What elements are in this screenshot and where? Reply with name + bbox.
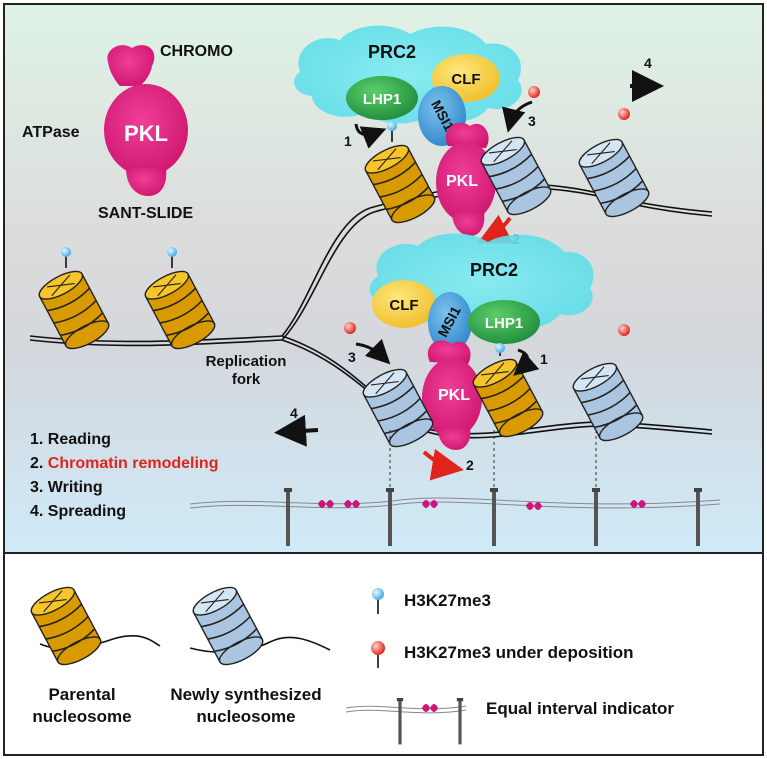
writing-arrow-bottom [355, 338, 391, 365]
step-item-spreading: 4. Spreading [30, 503, 126, 520]
h3k27me3-mark [61, 247, 71, 257]
step-4-bottom: 4 [290, 405, 298, 421]
h3k27me3-mark [387, 121, 397, 131]
parental-nucleosome-left-2 [140, 247, 220, 355]
lhp1-label-top: LHP1 [363, 91, 401, 108]
pkl-bottom: PKL [422, 340, 482, 450]
legend-parental-line1: Parental [48, 685, 115, 704]
chromo-label: CHROMO [160, 43, 233, 60]
prc2-label-top: PRC2 [368, 42, 416, 62]
pkl-domain-schematic: PKL CHROMO ATPase SANT-SLIDE [22, 43, 233, 222]
legend-h3k27me3-label: H3K27me3 [404, 591, 491, 610]
step-4-top: 4 [644, 55, 652, 71]
parental-nucleosome-left-1 [34, 247, 114, 355]
legend-deposition-icon [371, 641, 385, 655]
deposition-mark-top-2 [618, 108, 630, 120]
pkl-top: PKL [436, 122, 496, 236]
legend-parental-line2: nucleosome [32, 707, 131, 726]
legend-newly-line1: Newly synthesized [170, 685, 321, 704]
remodeling-arrow-top [477, 214, 514, 244]
legend-h3k27me3-icon [372, 588, 384, 600]
parental-nucleosome-bottom [468, 343, 548, 443]
step-2-bottom: 2 [466, 457, 474, 473]
alignment-guides [389, 430, 597, 490]
h3k27me3-mark [167, 247, 177, 257]
prc2-label-bottom: PRC2 [470, 260, 518, 280]
steps-list: 1. Reading 2. Chromatin remodeling 3. Wr… [30, 431, 218, 520]
pkl-label-bottom: PKL [438, 387, 470, 404]
step-3-top: 3 [528, 113, 536, 129]
clf-label-bottom: CLF [389, 297, 418, 314]
legend-interval-label: Equal interval indicator [486, 699, 674, 718]
legend-panel [3, 552, 764, 756]
pkl-label-top: PKL [446, 173, 478, 190]
deposition-mark-top-1 [528, 86, 540, 98]
parental-nucleosome-top [360, 121, 440, 229]
reading-arrow-bottom [513, 348, 540, 376]
lhp1-label-bottom: LHP1 [485, 315, 523, 332]
fork-label-line2: fork [232, 371, 261, 388]
writing-arrow-top [502, 100, 533, 133]
fork-label-line1: Replication [206, 353, 287, 370]
step-1-bottom: 1 [540, 351, 548, 367]
legend: Parental nucleosome Newly synthesized nu… [26, 581, 674, 745]
legend-newly-line2: nucleosome [196, 707, 295, 726]
reading-arrow-top [354, 123, 387, 149]
legend-interval-icon [345, 698, 467, 745]
step-3-bottom: 3 [348, 349, 356, 365]
pkl-label: PKL [124, 121, 168, 146]
step-1-top: 1 [344, 133, 352, 149]
step-item-reading: 1. Reading [30, 431, 111, 448]
sant-slide-label: SANT-SLIDE [98, 205, 193, 222]
prc2-complex-bottom: PRC2 CLF MSI1 LHP1 [369, 233, 594, 352]
deposition-mark-bottom-2 [618, 324, 630, 336]
clf-label-top: CLF [451, 71, 480, 88]
remodeling-arrow-bottom [422, 448, 464, 481]
prc2-complex-top: PRC2 LHP1 CLF MSI1 [294, 25, 522, 146]
equal-interval-indicator-row [189, 488, 721, 546]
spreading-arrow-bottom [274, 414, 319, 447]
deposition-mark-bottom-1 [344, 322, 356, 334]
step-item-remodeling: 2. Chromatin remodeling [30, 455, 218, 472]
step-item-writing: 3. Writing [30, 479, 103, 496]
legend-deposition-label: H3K27me3 under deposition [404, 643, 634, 662]
atpase-label: ATPase [22, 124, 80, 141]
h3k27me3-mark [495, 343, 505, 353]
